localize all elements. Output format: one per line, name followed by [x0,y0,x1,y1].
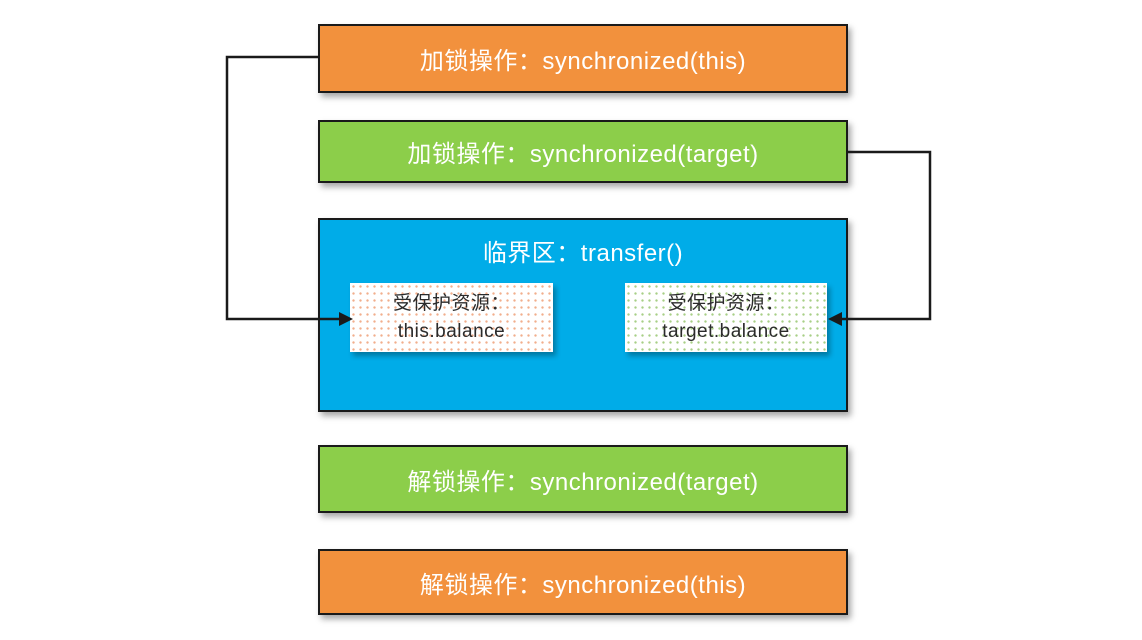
connector-lock-target-to-resource-target [841,150,932,321]
protected-resource-this-value: this.balance [397,320,506,342]
box-protected-resource-target: 受保护资源： target.balance [625,283,827,352]
box-unlock-target: 解锁操作：synchronized(target) [318,445,848,513]
box-lock-target-label: 加锁操作：synchronized(target) [407,141,759,168]
box-unlock-this: 解锁操作：synchronized(this) [318,549,848,615]
box-unlock-this-label: 解锁操作：synchronized(this) [419,571,747,599]
box-protected-resource-this: 受保护资源： this.balance [350,283,553,352]
critical-section-title: 临界区：transfer() [482,240,684,267]
box-lock-this: 加锁操作：synchronized(this) [318,24,848,93]
box-unlock-target-label: 解锁操作：synchronized(target) [407,468,759,496]
box-lock-target: 加锁操作：synchronized(target) [318,120,848,183]
protected-resource-this-caption: 受保护资源： [392,292,510,314]
protected-resource-target-value: target.balance [662,320,790,342]
box-critical-section: 临界区：transfer() 受保护资源： this.balance 受保护资源… [318,218,848,412]
box-lock-this-label: 加锁操作：synchronized(this) [419,48,747,75]
protected-resource-target-caption: 受保护资源： [667,292,785,314]
